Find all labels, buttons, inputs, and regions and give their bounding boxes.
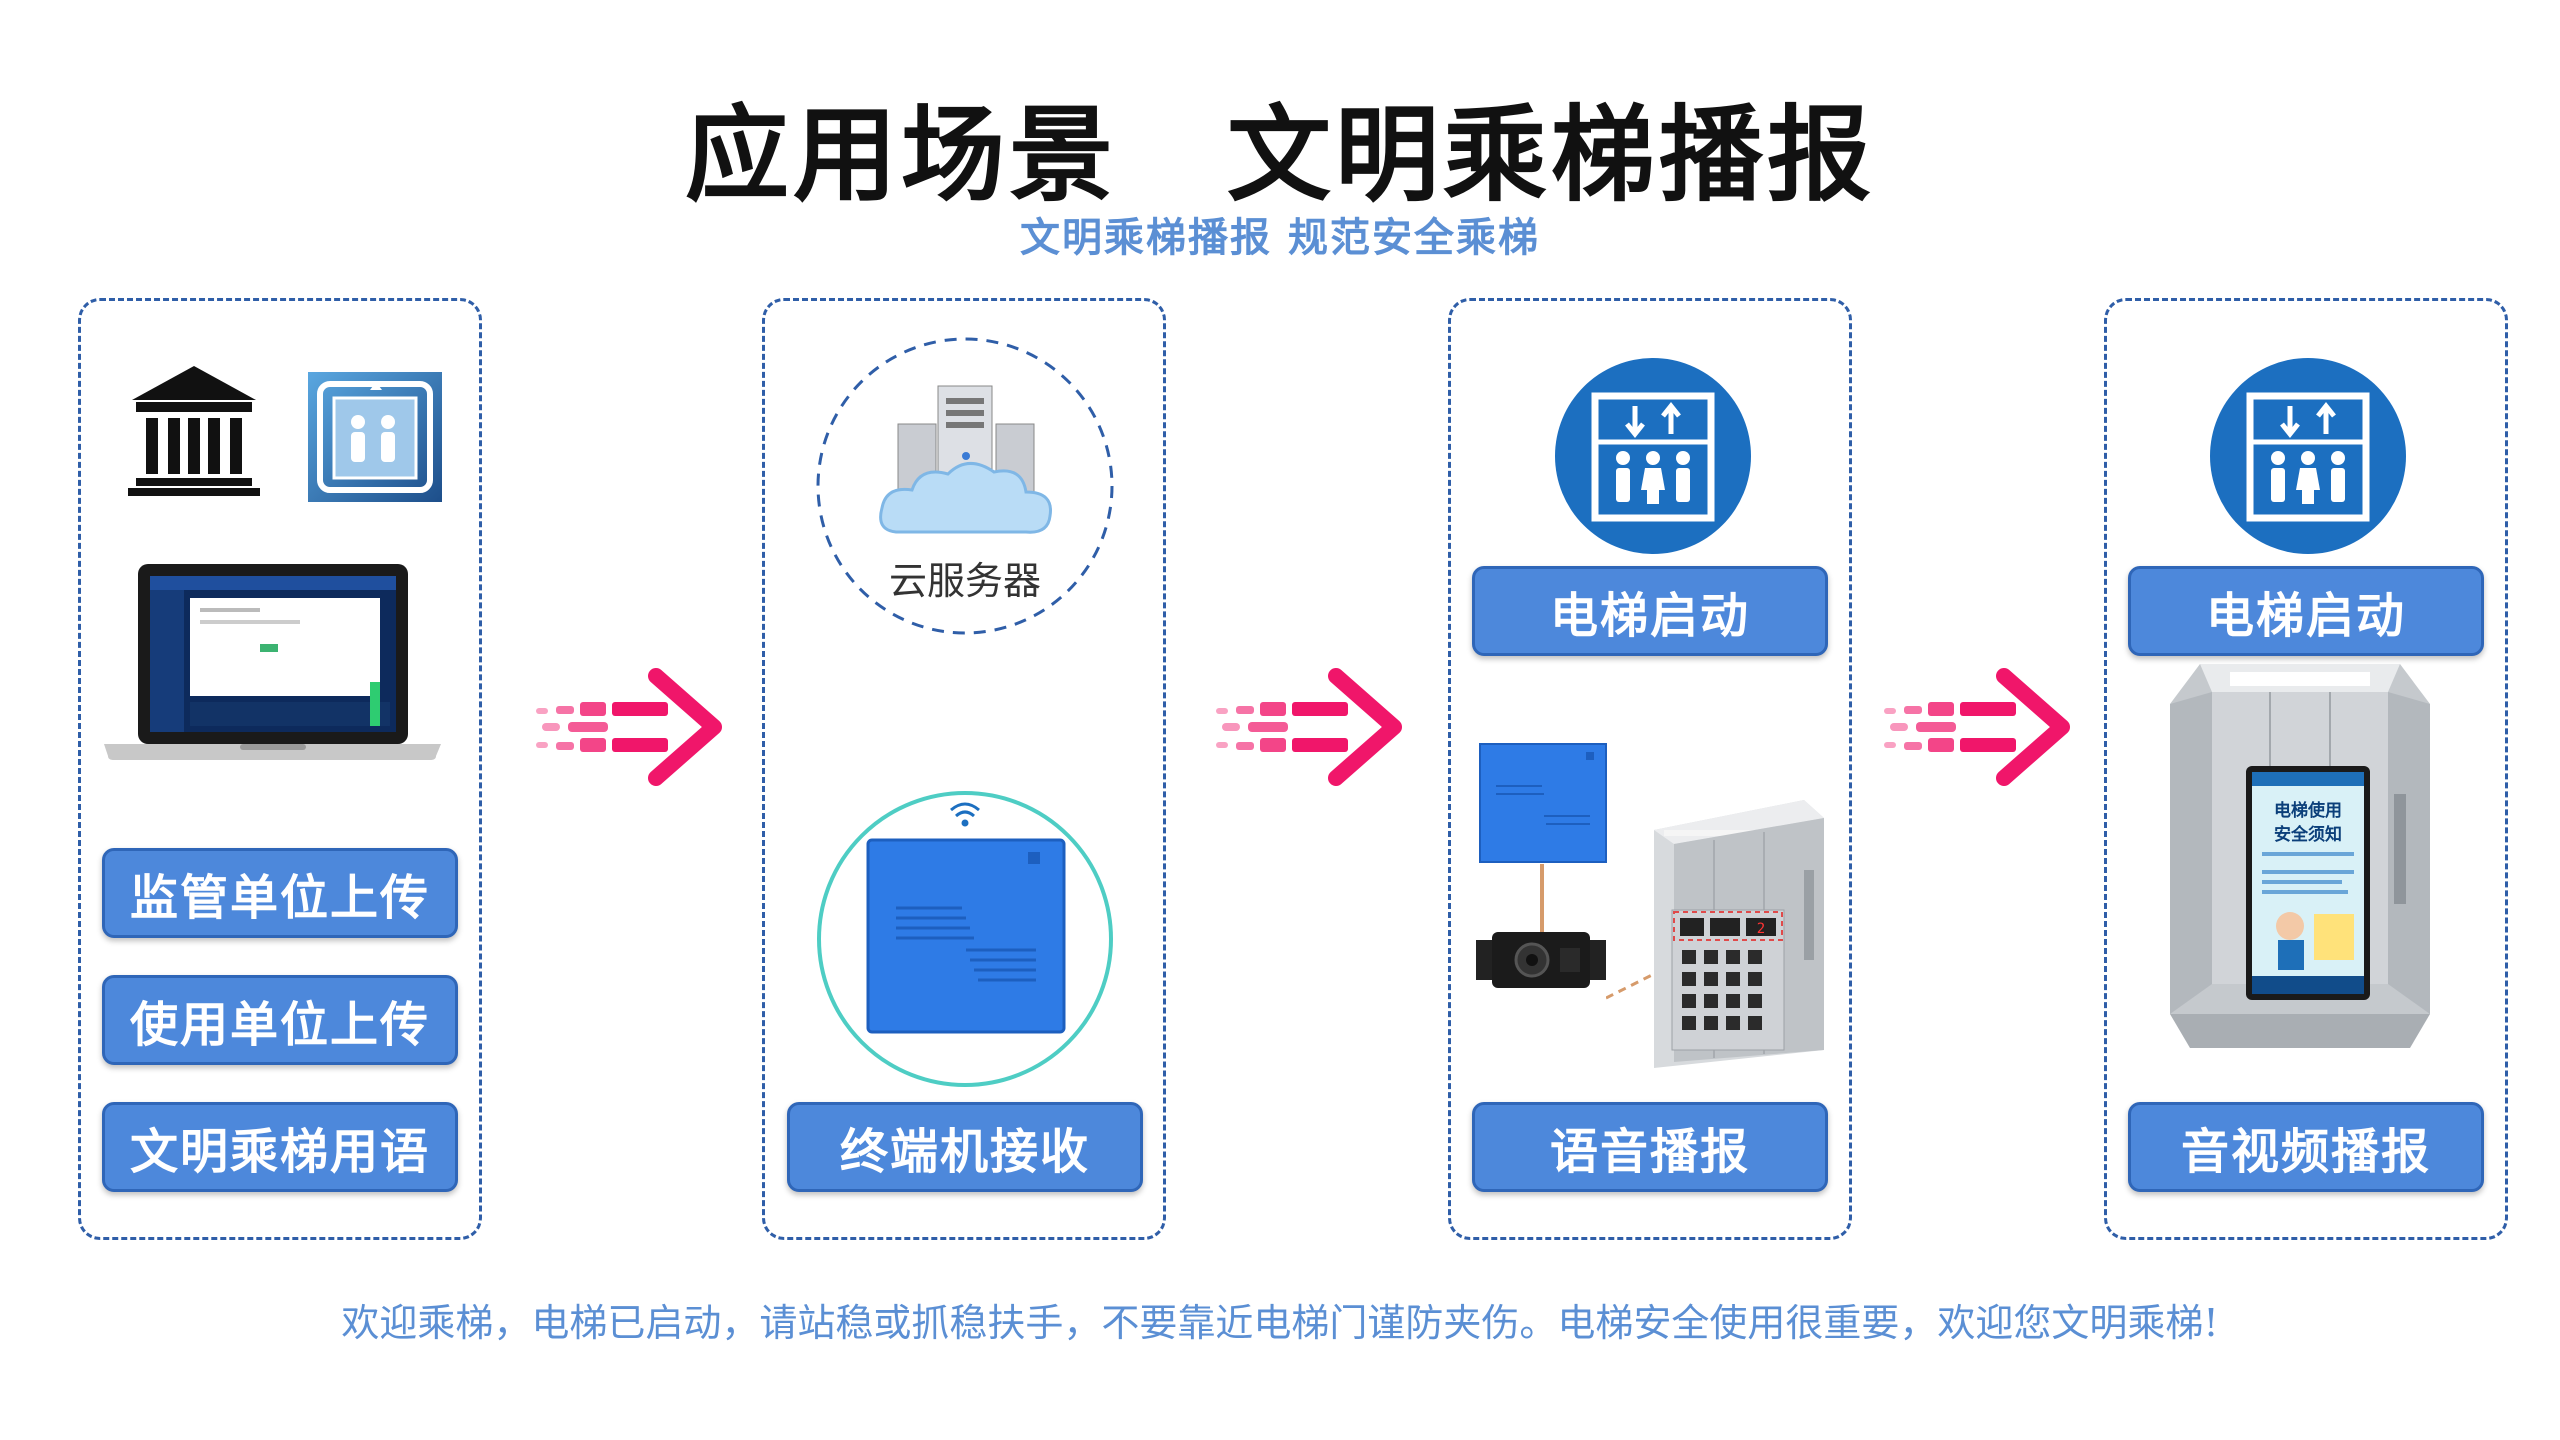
- panel-upload: [78, 298, 482, 1240]
- flow-arrow-icon: [536, 668, 722, 786]
- title-part-1: 应用场景: [684, 93, 1117, 216]
- terminal-device-icon: [866, 838, 1066, 1034]
- elevator-sign-icon: [1555, 358, 1751, 554]
- speaker-module-icon: [1476, 932, 1606, 988]
- btn-av-broadcast[interactable]: 音视频播报: [2128, 1102, 2484, 1192]
- flow-arrow-icon: [1216, 668, 1402, 786]
- flow-arrow-icon: [1884, 668, 2070, 786]
- wifi-icon: [950, 802, 980, 827]
- footer-message: 欢迎乘梯，电梯已启动，请站稳或抓稳扶手，不要靠近电梯门谨防夹伤。电梯安全使用很重…: [341, 1301, 2219, 1345]
- btn-voice-broadcast[interactable]: 语音播报: [1472, 1102, 1828, 1192]
- elevator-app-logo-icon: [308, 372, 442, 502]
- voice-terminal-icon: [1479, 743, 1607, 863]
- panel-voice: [1448, 298, 1852, 1240]
- btn-terminal-receive[interactable]: 终端机接收: [787, 1102, 1143, 1192]
- cloud-server-circle: [816, 337, 1114, 635]
- btn-elevator-start-voice[interactable]: 电梯启动: [1472, 566, 1828, 656]
- page-title: 应用场景文明乘梯播报: [0, 70, 2560, 221]
- cloud-server-label: 云服务器: [888, 561, 1041, 603]
- panel-video: [2104, 298, 2508, 1240]
- cloud-server-icon: [879, 385, 1052, 534]
- btn-user-unit-upload[interactable]: 使用单位上传: [102, 975, 458, 1065]
- elevator-sign-icon: [2210, 358, 2406, 554]
- laptop-icon: [104, 564, 441, 760]
- floor-display: 2: [1757, 921, 1765, 937]
- elevator-panel-photo: 2: [1654, 800, 1824, 1068]
- government-building-icon: [128, 366, 260, 496]
- screen-title-2: 安全须知: [2274, 824, 2342, 845]
- wire-connector: [1540, 864, 1544, 932]
- elevator-screen-photo: 电梯使用 安全须知: [2170, 664, 2430, 1048]
- btn-civil-phrases[interactable]: 文明乘梯用语: [102, 1102, 458, 1192]
- page-subtitle: 文明乘梯播报 规范安全乘梯: [1020, 214, 1540, 261]
- btn-supervisor-upload[interactable]: 监管单位上传: [102, 848, 458, 938]
- btn-elevator-start-video[interactable]: 电梯启动: [2128, 566, 2484, 656]
- panel-receive: [762, 298, 1166, 1240]
- title-part-2: 文明乘梯播报: [1227, 93, 1876, 216]
- screen-title-1: 电梯使用: [2274, 800, 2342, 821]
